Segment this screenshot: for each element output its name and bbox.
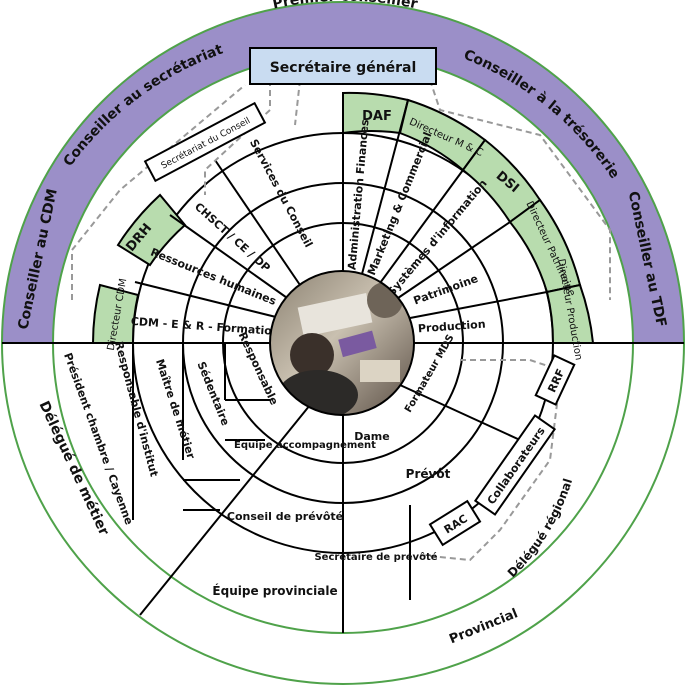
secretaire-general-box xyxy=(249,47,437,85)
green-cell-production xyxy=(545,283,595,344)
label-dame: Dame xyxy=(354,430,389,443)
secretariat-box xyxy=(143,101,267,183)
green-label-daf: DAF xyxy=(362,109,392,124)
divider-lower-left-diag xyxy=(139,404,311,616)
label-equipe-accompagnement: Équipe accompagnement xyxy=(234,438,376,451)
divider-ur-4 xyxy=(409,291,548,319)
collaborateurs-box xyxy=(473,414,557,516)
lower-left-boxes xyxy=(183,399,270,511)
label-conseil-prevote: Conseil de prévôté xyxy=(227,510,343,523)
lower-left-steps xyxy=(132,343,226,520)
center-photo-border xyxy=(269,270,415,416)
rrf-box xyxy=(534,354,576,406)
dashed-connector-right xyxy=(429,79,611,300)
label-equipe-provinciale: Équipe provinciale xyxy=(212,583,337,598)
center-photo xyxy=(270,271,414,415)
label-prevot: Prévôt xyxy=(406,467,451,481)
sector-production: Production xyxy=(418,318,486,336)
divider-ul-2 xyxy=(169,214,291,301)
rac-box xyxy=(428,499,482,547)
green-cell-directeur-cdm xyxy=(91,283,140,344)
divider-ul-1 xyxy=(214,159,301,286)
divider-ur-2 xyxy=(379,169,464,284)
dashed-connector-left xyxy=(71,79,301,300)
divider-ul-3 xyxy=(134,281,281,319)
outer-ring-lower xyxy=(1,342,685,685)
label-secretaire-prevote: Secrétaire de prévôté xyxy=(314,551,437,563)
divider-ur-1 xyxy=(361,99,409,275)
secretaire-general-label: Secrétaire général xyxy=(270,60,417,76)
divider-lower-right-diag xyxy=(399,384,521,441)
divider-ur-3 xyxy=(397,221,511,299)
